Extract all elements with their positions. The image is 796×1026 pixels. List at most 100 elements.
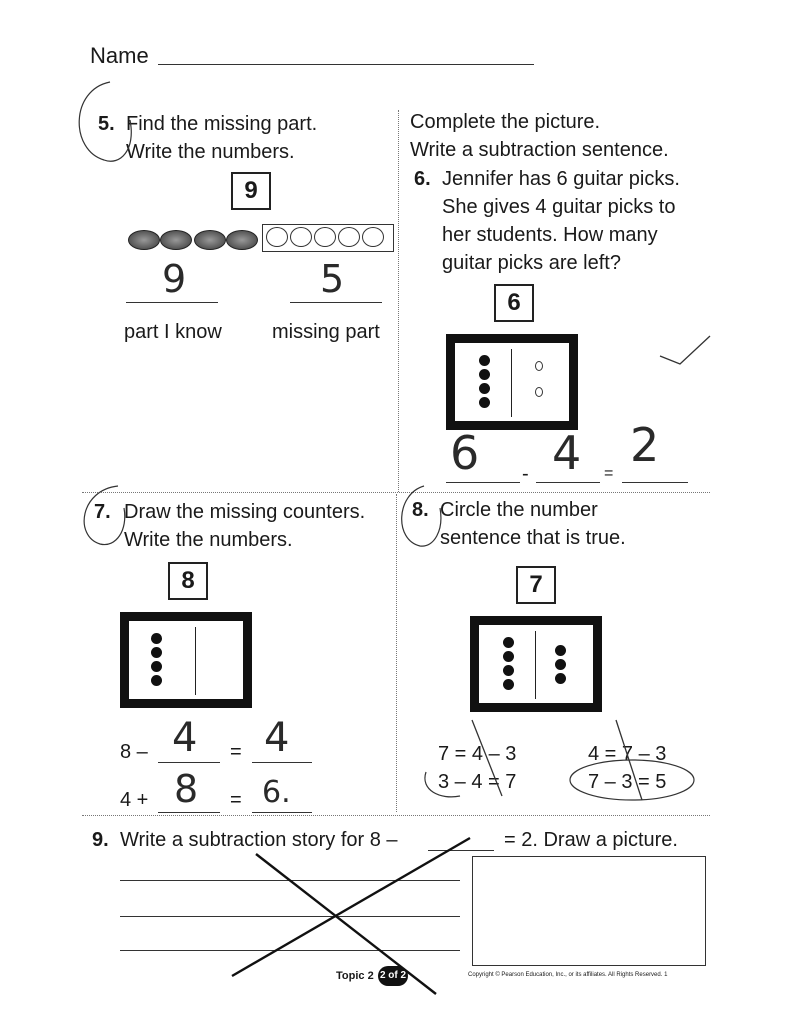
q7-whole-box: 8 [168,562,208,600]
row-divider-middle [82,492,710,493]
counter-dot [151,661,162,672]
q5-missing-part-line[interactable] [290,302,382,303]
q7-eq2-blank2[interactable] [252,812,312,813]
topic-label: Topic 2 [336,970,374,982]
q5-part-known-line[interactable] [126,302,218,303]
counter-dot [555,659,566,670]
counter-dot [479,397,490,408]
q6-answer-b: 4 [552,426,582,480]
check-mark [659,335,711,365]
q7-eq1-answer2: 4 [264,715,290,761]
frame-divider [535,631,536,699]
q8-number: 8. [412,499,429,521]
q9-blank[interactable] [428,850,494,851]
curve-mark-q8-opt-c [424,771,461,798]
drawn-counter [535,361,543,371]
q7-eq1-answer1: 4 [172,715,198,761]
q7-line2: Write the numbers. [124,529,293,551]
q5-line1: Find the missing part. [126,113,318,135]
q8-ten-frame [470,616,602,712]
q9-picture-box[interactable] [472,856,706,966]
q5-label-missing: missing part [272,321,380,343]
q7-eq1-blank2[interactable] [252,762,312,763]
q6-blank-a[interactable] [446,482,520,483]
q6-minus: - [522,463,529,485]
q8-option-d[interactable]: 7 – 3 = 5 [588,771,667,793]
q6-blank-b[interactable] [536,482,600,483]
q7-eq1-left: 8 – [120,741,148,763]
q6-line3: her students. How many [442,224,658,246]
counter-dot [503,679,514,690]
q7-number: 7. [94,501,111,523]
q9-text-a: Write a subtraction story for 8 – [120,829,398,851]
q7-line1: Draw the missing counters. [124,501,366,523]
q6-blank-c[interactable] [622,482,688,483]
q9-writing-line[interactable] [120,916,460,917]
name-line[interactable] [158,64,534,65]
counter-dot [503,637,514,648]
q8-line2: sentence that is true. [440,527,626,549]
x-mark-q9 [255,853,437,995]
open-counter [362,227,384,247]
open-counters-box [262,224,394,252]
column-divider-bottom [396,494,397,812]
row-divider-bottom [82,815,710,816]
counter-dot [555,673,566,684]
q6-number: 6. [414,168,431,190]
q8-option-c[interactable]: 3 – 4 = 7 [438,771,517,793]
counter-dot [151,675,162,686]
q6-intro1: Complete the picture. [410,111,601,133]
q5-label-part: part I know [124,321,222,343]
counter-dot [503,665,514,676]
q9-text-b: = 2. Draw a picture. [504,829,678,851]
q5-number: 5. [98,113,115,135]
circle-mark-q8-opt-d [569,759,695,801]
q5-part-known-answer: 9 [162,257,187,301]
counter-dot [503,651,514,662]
filled-counter [194,230,226,250]
q6-line2: She gives 4 guitar picks to [442,196,676,218]
q8-option-a[interactable]: 7 = 4 – 3 [438,743,517,765]
counter-dot [479,383,490,394]
q7-eq2-left: 4 + [120,789,149,811]
q7-eq2-blank1[interactable] [158,812,220,813]
open-counter [266,227,288,247]
q8-line1: Circle the number [440,499,598,521]
q7-eq1-equals: = [230,741,242,763]
circle-mark-q8 [401,485,442,547]
q6-intro2: Write a subtraction sentence. [410,139,669,161]
counter-dot [151,633,162,644]
x-mark-q9 [231,836,471,978]
q6-line4: guitar picks are left? [442,252,621,274]
circle-mark-q7 [83,485,126,546]
open-counter [290,227,312,247]
q9-writing-line[interactable] [120,950,460,951]
q7-ten-frame [120,612,252,708]
name-label: Name [90,43,149,68]
slash-mark-q8 [471,719,503,797]
copyright-text: Copyright © Pearson Education, Inc., or … [468,972,668,978]
q5-line2: Write the numbers. [126,141,295,163]
open-counter [338,227,360,247]
q5-missing-part-answer: 5 [320,257,345,301]
q7-eq2-answer1: 8 [174,767,199,811]
q6-whole-box: 6 [494,284,534,322]
page-badge: 2 of 2 [378,966,408,986]
column-divider-top [398,110,399,492]
counter-dot [555,645,566,656]
q9-number: 9. [92,829,109,851]
counter-dot [479,369,490,380]
circle-mark-q5 [78,81,132,162]
q8-whole-box: 7 [516,566,556,604]
frame-divider [511,349,512,417]
q5-whole-box: 9 [231,172,271,210]
q7-eq1-blank1[interactable] [158,762,220,763]
q6-ten-frame [446,334,578,430]
slash-mark-q8 [615,719,643,801]
q6-answer-c: 2 [630,418,660,472]
filled-counter [160,230,192,250]
counter-dot [479,355,490,366]
open-counter [314,227,336,247]
q6-answer-a: 6 [450,426,480,480]
